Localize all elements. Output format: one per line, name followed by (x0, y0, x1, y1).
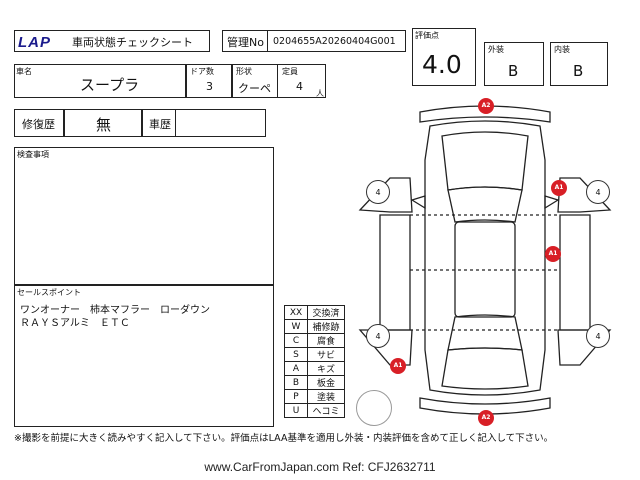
header-title-box (14, 30, 210, 52)
legend-code: B (284, 375, 308, 390)
doors-label: ドア数 (190, 67, 214, 76)
sales-line-1: ワンオーナー 柿本マフラー ローダウン (20, 305, 210, 316)
capacity-unit: 人 (316, 89, 324, 98)
name-cell (14, 64, 186, 98)
repair-label-cell (14, 109, 64, 137)
score-label: 評価点 (415, 31, 439, 40)
sales-line-2: ＲＡＹＳアルミ ＥＴＣ (20, 318, 130, 329)
wheel-front-right-icon: 4 (586, 180, 610, 204)
legend-name: サビ (307, 347, 345, 362)
score-box (412, 28, 476, 86)
shape-label: 形状 (236, 67, 252, 76)
repair-value: 無 (96, 116, 112, 134)
legend-name: 塗装 (307, 389, 345, 404)
inspection-box (14, 147, 274, 285)
inspection-label: 検査事項 (17, 150, 49, 159)
name-label: 車名 (16, 67, 32, 76)
repair-label: 修復歴 (22, 118, 55, 131)
record-label: 車歴 (149, 118, 171, 131)
legend-code: P (284, 389, 308, 404)
wheel-rear-left-icon: 4 (366, 324, 390, 348)
shape-cell (232, 64, 278, 98)
exterior-grade: B (508, 62, 519, 80)
legend-name: ヘコミ (307, 403, 345, 418)
legend-code: U (284, 403, 308, 418)
legend-name: 板金 (307, 375, 345, 390)
exterior-box (484, 42, 544, 86)
car-name: スープラ (80, 76, 140, 94)
sheet-title: 車両状態チェックシート (72, 36, 193, 49)
legend-code: XX (284, 305, 308, 320)
instruction-note: ※撮影を前提に大きく読みやすく記入して下さい。評価点はLAA基準を適用し外装・内… (14, 433, 554, 444)
interior-grade: B (573, 62, 584, 80)
shape-value: クーペ (238, 82, 271, 95)
mgmt-label: 管理No (227, 36, 264, 49)
stamp-circle (356, 390, 392, 426)
repair-value-cell (64, 109, 142, 137)
damage-mark-front-bumper: A2 (478, 98, 494, 114)
damage-mark-right-door: A1 (545, 246, 561, 262)
legend-code: W (284, 319, 308, 334)
lap-logo: LAP (18, 34, 51, 51)
capacity-value: 4 (296, 80, 303, 93)
legend-name: 交換済 (307, 305, 345, 320)
mgmt-number: 0204655A20260404G001 (273, 36, 396, 47)
interior-box (550, 42, 608, 86)
sales-box (14, 285, 274, 427)
damage-mark-rear-left: A1 (390, 358, 406, 374)
legend-name: キズ (307, 361, 345, 376)
sales-label: セールスポイント (17, 288, 81, 297)
wheel-front-left-icon: 4 (366, 180, 390, 204)
legend-code: C (284, 333, 308, 348)
watermark-footer: www.CarFromJapan.com Ref: CFJ2632711 (204, 460, 436, 474)
interior-label: 内装 (554, 45, 570, 54)
car-diagram (358, 105, 612, 415)
legend-name: 補修跡 (307, 319, 345, 334)
damage-mark-right-fender: A1 (551, 180, 567, 196)
legend-code: A (284, 361, 308, 376)
damage-mark-rear-bumper: A2 (478, 410, 494, 426)
exterior-label: 外装 (488, 45, 504, 54)
doors-cell (186, 64, 232, 98)
mgmt-label-cell (222, 30, 268, 52)
record-label-cell (142, 109, 176, 137)
legend-name: 腐食 (307, 333, 345, 348)
score-value: 4.0 (422, 50, 462, 79)
doors-value: 3 (206, 80, 213, 93)
wheel-rear-right-icon: 4 (586, 324, 610, 348)
legend-code: S (284, 347, 308, 362)
capacity-label: 定員 (282, 67, 298, 76)
